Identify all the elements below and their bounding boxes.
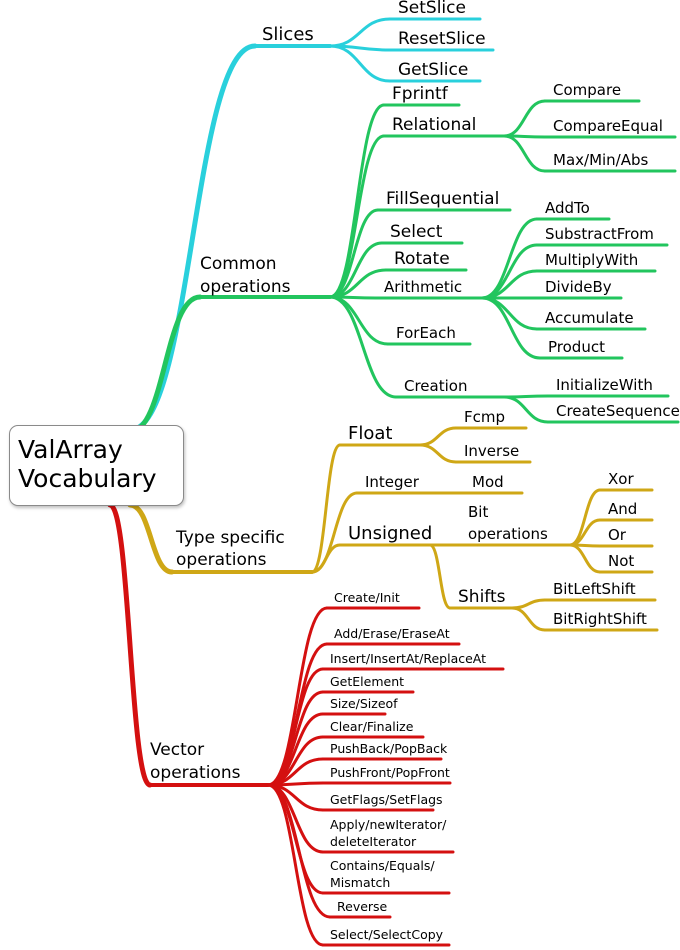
connector-common-operations xyxy=(127,294,203,435)
node-bit-operations-line-1: Bit xyxy=(468,503,488,521)
node-xor: Xor xyxy=(608,470,634,488)
node-vector-operations-line-2: operations xyxy=(150,763,241,783)
node-addto: AddTo xyxy=(545,199,590,217)
node-product: Product xyxy=(548,338,605,356)
node-apply-newiterator-line-1: Apply/newIterator/ xyxy=(330,817,447,832)
connector-bitrightshift xyxy=(510,606,547,632)
connector-createsequence xyxy=(502,395,550,424)
node-float: Float xyxy=(348,423,392,444)
node-compare: Compare xyxy=(553,81,621,99)
node-inverse: Inverse xyxy=(464,442,519,460)
node-unsigned: Unsigned xyxy=(348,523,432,544)
connector-bitleftshift xyxy=(510,598,547,610)
node-max-min-abs: Max/Min/Abs xyxy=(553,151,649,169)
root-node-title-line-2: Vocabulary xyxy=(18,464,157,493)
node-accumulate: Accumulate xyxy=(545,309,634,327)
node-fillsequential: FillSequential xyxy=(386,189,499,209)
connector-fcmp xyxy=(418,426,458,447)
connector-insert-insertat-replaceat xyxy=(266,667,325,787)
connector-creation xyxy=(328,295,398,399)
connector-select-selectcopy xyxy=(266,783,325,947)
connector-inverse xyxy=(418,443,458,464)
node-resetslice: ResetSlice xyxy=(398,29,486,49)
node-arithmetic: Arithmetic xyxy=(384,278,462,296)
node-pushback-popback: PushBack/PopBack xyxy=(330,741,448,756)
node-common-operations-line-1: Common xyxy=(200,254,277,274)
connector-slices xyxy=(127,43,258,433)
node-vector-operations-line-1: Vector xyxy=(150,740,204,760)
node-divideby: DivideBy xyxy=(545,278,612,296)
node-bitleftshift: BitLeftShift xyxy=(553,580,636,598)
node-bitrightshift: BitRightShift xyxy=(553,610,647,628)
node-creation: Creation xyxy=(404,377,467,395)
node-size-sizeof: Size/Sizeof xyxy=(330,696,398,711)
node-type-specific-operations-line-2: operations xyxy=(176,550,267,570)
node-createsequence: CreateSequence xyxy=(556,402,680,420)
node-compareequal: CompareEqual xyxy=(553,117,663,135)
node-foreach: ForEach xyxy=(396,324,456,342)
node-add-erase-eraseat: Add/Erase/EraseAt xyxy=(334,626,450,641)
node-mod: Mod xyxy=(472,473,504,491)
node-common-operations-line-2: operations xyxy=(200,277,291,297)
connector-compare xyxy=(502,99,547,138)
connector-float xyxy=(310,443,342,574)
connector-setslice xyxy=(328,17,392,48)
node-clear-finalize: Clear/Finalize xyxy=(330,719,414,734)
node-reverse: Reverse xyxy=(337,899,388,914)
connector-not xyxy=(568,543,602,574)
node-initializewith: InitializeWith xyxy=(556,376,653,394)
connector-xor xyxy=(568,488,602,547)
node-contains-equals-line-1: Contains/Equals/ xyxy=(330,858,435,873)
node-and: And xyxy=(608,500,637,518)
connector-type-specific-operations xyxy=(127,502,175,575)
node-fprintf: Fprintf xyxy=(392,84,449,104)
node-setslice: SetSlice xyxy=(398,0,466,18)
node-contains-equals-line-2: Mismatch xyxy=(330,875,390,890)
connector-product xyxy=(480,296,542,360)
node-create-init: Create/Init xyxy=(334,590,400,605)
node-type-specific-operations-line-1: Type specific xyxy=(175,528,285,548)
node-getslice: GetSlice xyxy=(398,60,468,80)
node-relational: Relational xyxy=(392,115,476,135)
node-select-selectcopy: Select/SelectCopy xyxy=(330,927,444,942)
connector-vector-operations xyxy=(107,502,153,788)
node-getflags-setflags: GetFlags/SetFlags xyxy=(330,792,443,807)
node-integer: Integer xyxy=(365,473,420,491)
node-fcmp: Fcmp xyxy=(464,408,505,426)
node-insert-insertat-replaceat: Insert/InsertAt/ReplaceAt xyxy=(330,651,486,666)
node-apply-newiterator-line-2: deleteIterator xyxy=(330,834,417,849)
node-not: Not xyxy=(608,552,634,570)
node-getelement: GetElement xyxy=(330,674,404,689)
connector-unsigned xyxy=(310,543,342,574)
node-shifts: Shifts xyxy=(458,587,506,607)
node-bit-operations-line-2: operations xyxy=(468,525,548,543)
connector-fillsequential xyxy=(328,208,380,299)
node-substractfrom: SubstractFrom xyxy=(545,225,654,243)
node-or: Or xyxy=(608,526,627,544)
connector-max-min-abs xyxy=(502,134,547,173)
connector-shifts xyxy=(428,543,452,610)
node-multiplywith: MultiplyWith xyxy=(545,251,638,269)
node-slices: Slices xyxy=(262,24,314,45)
node-select: Select xyxy=(390,222,443,242)
root-node-title-line-1: ValArray xyxy=(18,435,123,464)
node-pushfront-popfront: PushFront/PopFront xyxy=(330,765,450,780)
node-rotate: Rotate xyxy=(394,249,450,269)
connector-getslice xyxy=(328,44,392,83)
root-node-box xyxy=(9,425,184,506)
